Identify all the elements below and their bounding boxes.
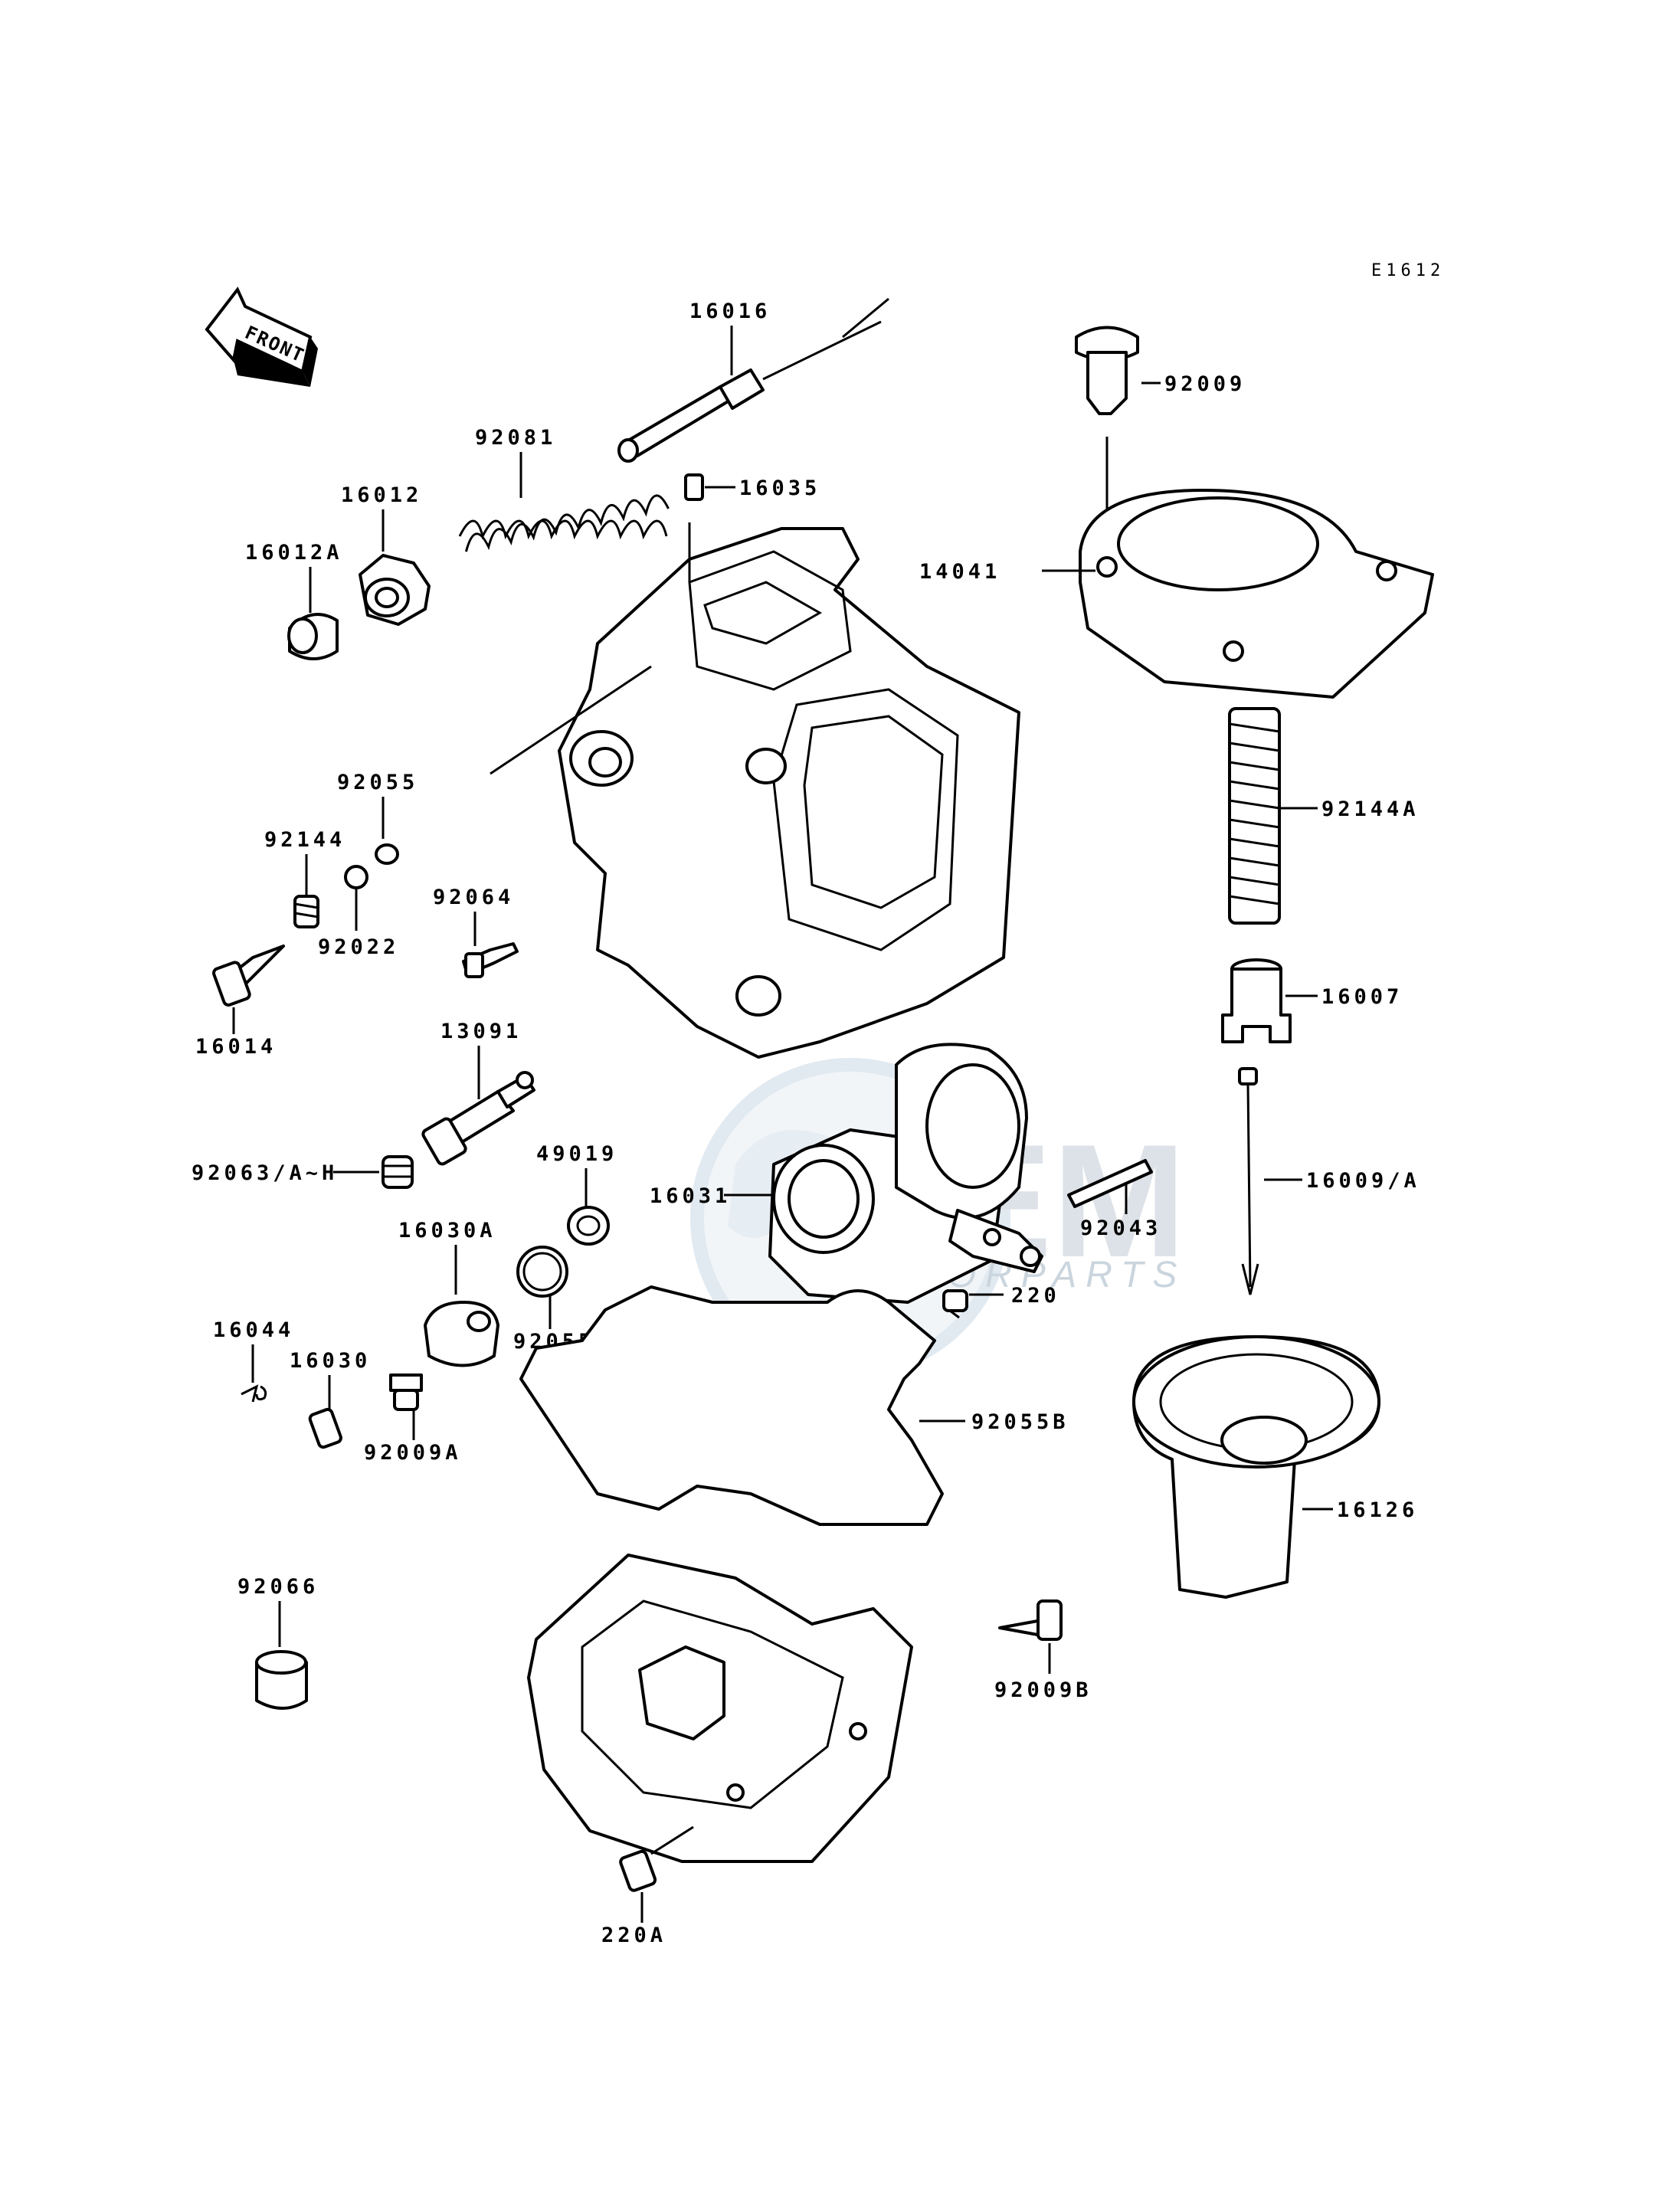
part-16030: 16030: [290, 1349, 371, 1449]
label-92009: 92009: [1164, 372, 1246, 396]
part-220A: 220A: [601, 1825, 694, 1947]
part-16012A: 16012A: [245, 541, 343, 660]
label-92066: 92066: [237, 1575, 319, 1599]
label-16007: 16007: [1321, 985, 1403, 1009]
part-13091: 13091: [421, 1020, 535, 1166]
label-16126: 16126: [1337, 1498, 1418, 1522]
carburetor-body: [490, 522, 1020, 1059]
part-92063: 92063/A~H: [192, 1155, 414, 1189]
label-16012: 16012: [341, 483, 422, 507]
part-16030A: 16030A: [398, 1219, 499, 1367]
label-220A: 220A: [601, 1924, 666, 1947]
label-92081: 92081: [475, 426, 556, 450]
part-92043: 92043: [1067, 1159, 1161, 1240]
label-14041: 14041: [919, 560, 1000, 584]
label-16016: 16016: [689, 300, 771, 323]
part-16009A: 16009/A: [1238, 1067, 1420, 1295]
part-16031: 16031: [650, 1043, 1043, 1304]
label-92009A: 92009A: [364, 1441, 462, 1465]
front-arrow-icon: FRONT: [205, 286, 318, 387]
label-49019: 49019: [536, 1142, 617, 1166]
label-92043: 92043: [1080, 1216, 1161, 1240]
label-16030: 16030: [290, 1349, 371, 1373]
part-92009A: 92009A: [364, 1374, 462, 1465]
part-16035: 16035: [684, 473, 820, 501]
part-14041: 14041: [919, 489, 1434, 699]
label-16031: 16031: [650, 1184, 731, 1208]
label-16035: 16035: [739, 476, 820, 500]
part-92081: 92081: [458, 426, 670, 552]
part-92064: 92064: [433, 886, 519, 978]
part-92144A: 92144A: [1228, 707, 1420, 925]
part-92055B: 92055B: [519, 1285, 1069, 1526]
label-16044: 16044: [213, 1318, 294, 1342]
part-92009B: 92009B: [994, 1599, 1092, 1702]
label-92064: 92064: [433, 886, 514, 909]
label-92022: 92022: [318, 935, 399, 959]
part-16126: 16126: [1132, 1335, 1418, 1599]
diagram-code: E1612: [1371, 261, 1445, 280]
label-16014: 16014: [195, 1035, 277, 1059]
part-16012: 16012: [341, 483, 431, 626]
label-92144: 92144: [264, 828, 345, 852]
part-92066: 92066: [237, 1575, 319, 1710]
float-bowl: [527, 1554, 913, 1863]
part-16014: 16014: [195, 945, 285, 1059]
label-92144A: 92144A: [1321, 797, 1420, 821]
part-16044: 16044: [213, 1318, 294, 1403]
part-16007: 16007: [1221, 958, 1403, 1043]
label-92055B: 92055B: [971, 1410, 1069, 1434]
label-16030A: 16030A: [398, 1219, 496, 1243]
label-92009B: 92009B: [994, 1678, 1092, 1702]
label-220: 220: [1011, 1284, 1060, 1308]
part-92009: 92009: [1075, 326, 1246, 552]
part-49019: 49019: [536, 1142, 617, 1246]
label-13091: 13091: [440, 1020, 522, 1043]
label-16009A: 16009/A: [1306, 1169, 1420, 1193]
label-16012A: 16012A: [245, 541, 343, 565]
label-92055: 92055: [337, 771, 418, 794]
part-16016: 16016: [617, 297, 889, 463]
part-92144: 92144: [264, 828, 345, 928]
part-92022: 92022: [318, 865, 399, 959]
label-92063: 92063/A~H: [192, 1161, 338, 1185]
part-92055: 92055: [337, 771, 418, 865]
part-220: 220: [942, 1284, 1060, 1319]
